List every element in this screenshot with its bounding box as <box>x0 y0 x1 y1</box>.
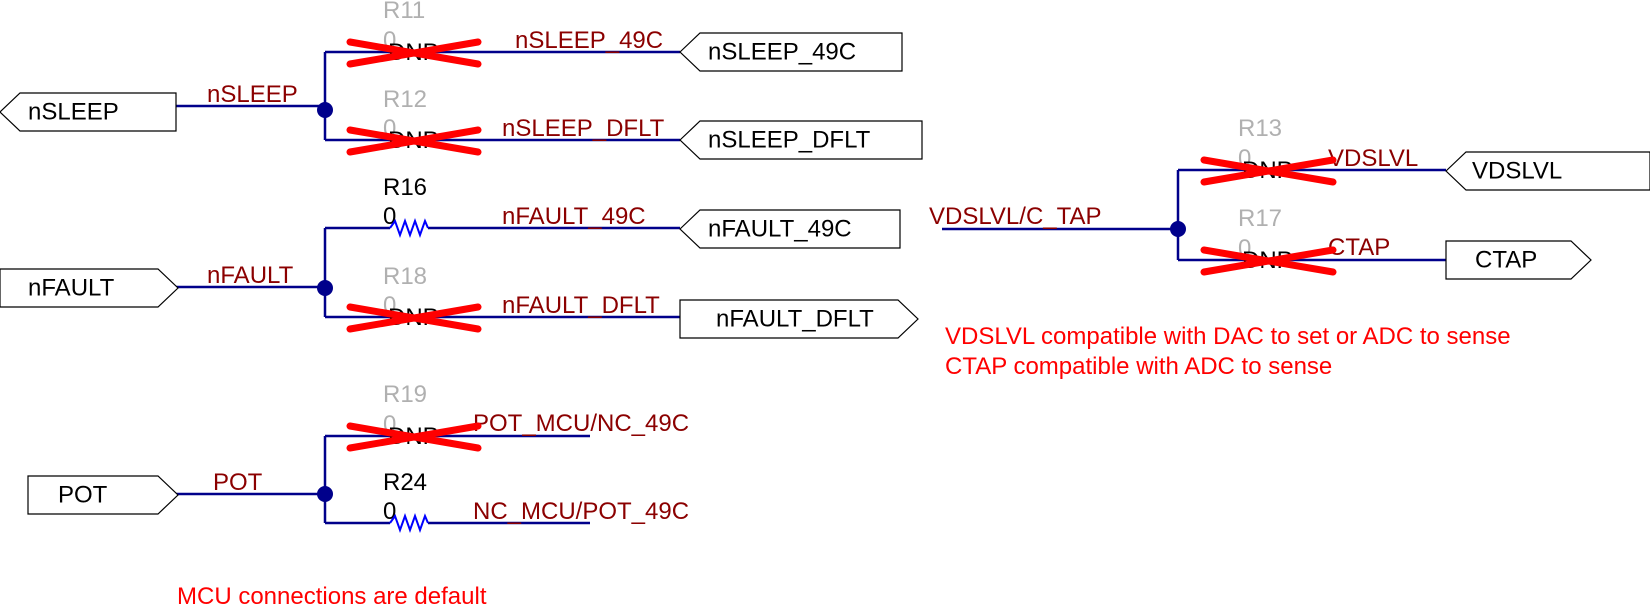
junction-nfault <box>317 280 333 296</box>
port-label: VDSLVL <box>1472 157 1562 184</box>
ref-designator: R11 <box>383 0 425 24</box>
port-label: nFAULT_49C <box>708 215 852 242</box>
ref-designator: R19 <box>383 381 427 408</box>
wires <box>168 50 1446 525</box>
port-shape <box>679 299 919 339</box>
port-label: nSLEEP_DFLT <box>708 126 871 153</box>
port-shape <box>679 209 901 249</box>
ref-designator: R13 <box>1238 115 1282 142</box>
port-shape <box>679 32 903 72</box>
dnp-cross-stroke <box>346 38 482 68</box>
ref-designator: R12 <box>383 86 427 113</box>
resistor-value: 0 <box>383 203 396 230</box>
port-nfault-dflt: nFAULT_DFLT <box>679 299 919 339</box>
port-shape <box>1445 151 1650 191</box>
port-nfault-49c: nFAULT_49C <box>679 209 901 249</box>
net-label-nfault-dflt: nFAULT_DFLT <box>502 292 660 319</box>
port-label: nSLEEP <box>28 98 119 125</box>
resistor-r16: R16 0 <box>383 174 429 238</box>
net-label-nsleep: nSLEEP <box>207 81 298 108</box>
port-shape <box>1445 240 1592 280</box>
net-label-vdslvl: VDSLVL <box>1328 145 1418 172</box>
dnp-cross-stroke <box>346 422 482 452</box>
port-ctap: CTAP <box>1445 240 1592 280</box>
resistor-r12: R12 0 DNP <box>345 86 482 156</box>
net-label-ctap: CTAP <box>1328 234 1390 261</box>
port-pot-in: POT <box>27 475 179 515</box>
net-label-nsleep-49c: nSLEEP_49C <box>515 27 663 54</box>
port-shape <box>0 268 179 308</box>
net-label-pot: POT <box>213 469 263 496</box>
ref-designator: R18 <box>383 263 427 290</box>
note-mcu: MCU connections are default <box>177 583 487 608</box>
resistor-r19: R19 0 DNP <box>345 381 482 452</box>
ref-designator: R24 <box>383 469 427 496</box>
port-label: POT <box>58 481 108 508</box>
port-label: CTAP <box>1475 246 1537 273</box>
ref-designator: R17 <box>1238 205 1282 232</box>
junction-nsleep <box>317 102 333 118</box>
dnp-cross-stroke <box>346 303 482 333</box>
port-nsleep-49c: nSLEEP_49C <box>679 32 903 72</box>
resistor-zigzag <box>389 513 429 533</box>
port-nsleep-in: nSLEEP <box>0 92 177 132</box>
dnp-cross-stroke <box>1200 246 1337 276</box>
resistor-r18: R18 0 DNP <box>345 263 482 333</box>
resistor-zigzag <box>389 218 429 238</box>
net-label-pot-mcu: POT_MCU/NC_49C <box>473 410 689 437</box>
note-ctap: CTAP compatible with ADC to sense <box>945 353 1332 380</box>
ref-designator: R16 <box>383 174 427 201</box>
net-label-nfault: nFAULT <box>207 262 294 289</box>
resistor-r11: R11 0 DNP <box>345 0 482 68</box>
resistor-value: 0 <box>383 498 396 525</box>
resistor-r17: R17 0 DNP <box>1200 205 1337 276</box>
port-vdslvl: VDSLVL <box>1445 151 1650 191</box>
port-nfault-in: nFAULT <box>0 268 179 308</box>
port-shape <box>0 92 177 132</box>
port-label: nFAULT_DFLT <box>716 305 874 332</box>
junction-vdslvl <box>1170 221 1186 237</box>
junction-pot <box>317 486 333 502</box>
port-label: nSLEEP_49C <box>708 38 856 65</box>
port-label: nFAULT <box>28 274 115 301</box>
net-label-nsleep-dflt: nSLEEP_DFLT <box>502 115 665 142</box>
resistor-r13: R13 0 DNP <box>1200 115 1337 186</box>
port-shape <box>679 120 923 160</box>
resistor-r24: R24 0 <box>383 469 429 533</box>
port-nsleep-dflt: nSLEEP_DFLT <box>679 120 923 160</box>
dnp-cross-stroke <box>1200 156 1337 186</box>
port-shape <box>27 475 179 515</box>
net-label-nfault-49c: nFAULT_49C <box>502 203 646 230</box>
note-vdslvl: VDSLVL compatible with DAC to set or ADC… <box>945 323 1511 350</box>
net-label-vdslvl-ctap: VDSLVL/C_TAP <box>929 203 1102 230</box>
dnp-cross-stroke <box>346 126 482 156</box>
net-label-nc-mcu: NC_MCU/POT_49C <box>473 498 689 525</box>
